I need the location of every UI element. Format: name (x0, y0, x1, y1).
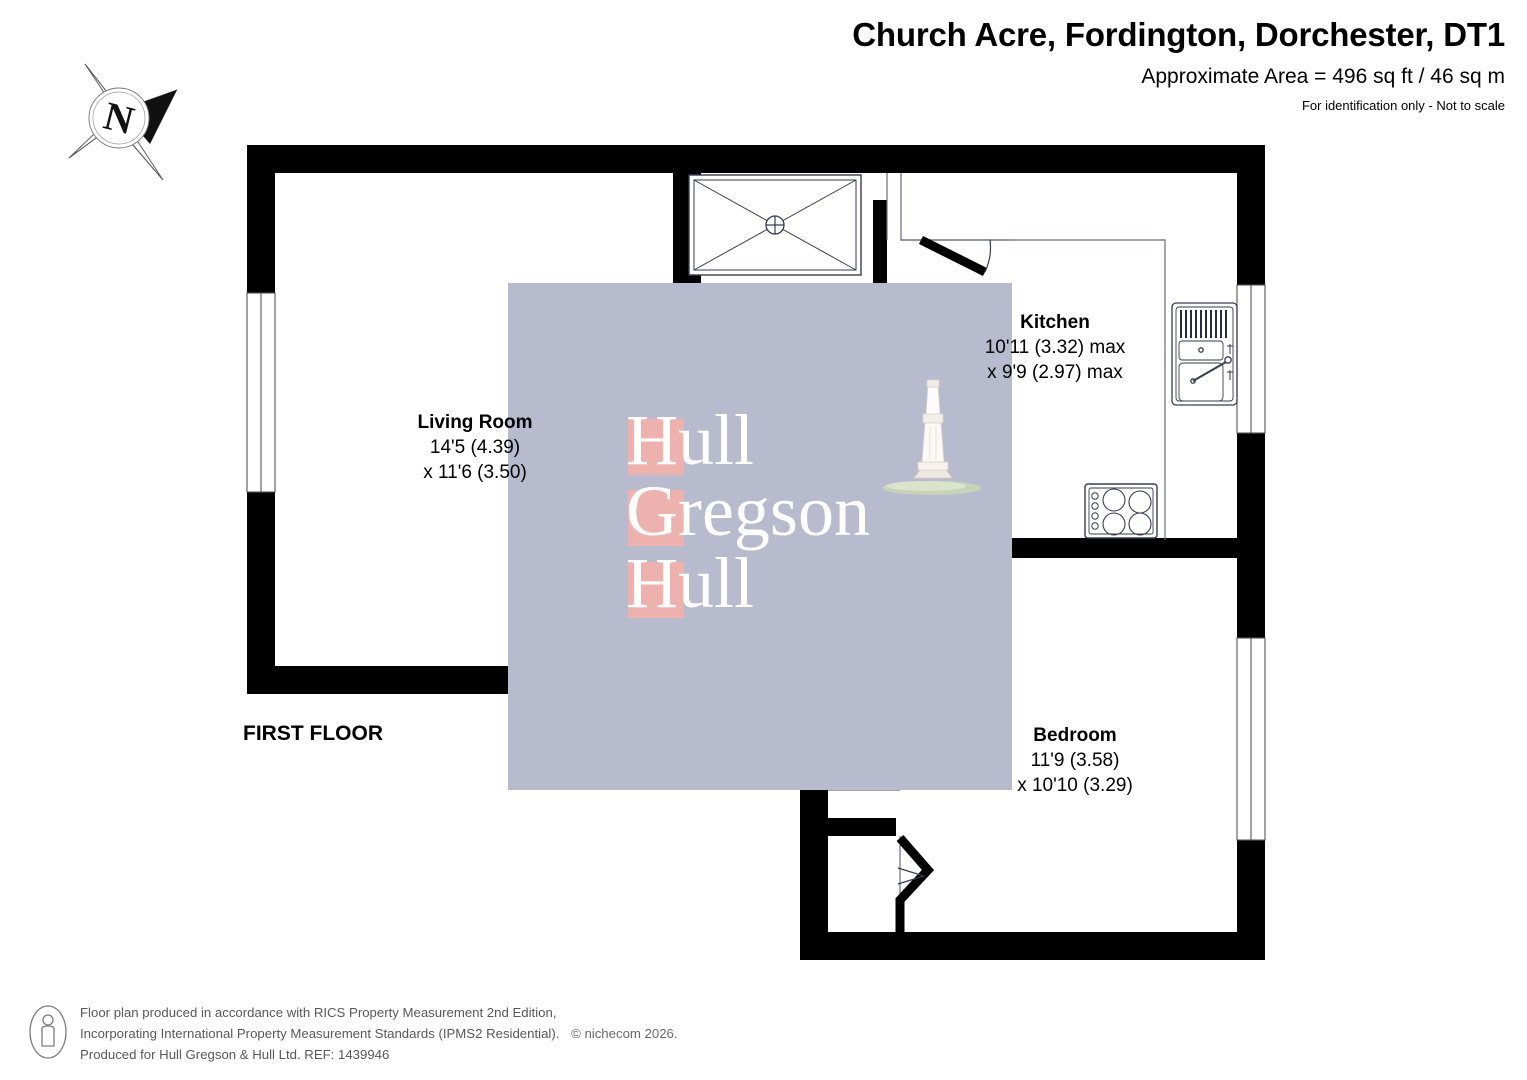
room-name: Kitchen (1020, 312, 1090, 333)
window-icon (246, 292, 276, 493)
window-icon (1236, 637, 1266, 841)
approximate-area: Approximate Area = 496 sq ft / 46 sq m (1141, 65, 1505, 88)
footer-line-1: Floor plan produced in accordance with R… (80, 1005, 557, 1021)
header: Church Acre, Fordington, Dorchester, DT1… (852, 16, 1505, 113)
room-name: Living Room (417, 412, 533, 433)
page-title: Church Acre, Fordington, Dorchester, DT1 (852, 16, 1505, 53)
copyright-notice: © nichecom 2026. (571, 1026, 678, 1042)
windows (246, 284, 1266, 841)
compass-rose-icon: N (68, 63, 178, 181)
room-dimension-2: x 11'6 (3.50) (423, 462, 527, 484)
room-label-bedroom: Bedroom 11'9 (3.58) x 10'10 (3.29) (950, 723, 1200, 798)
shaded-region-overlay (508, 283, 1012, 790)
room-dimension-1: 14'5 (4.39) (429, 437, 521, 459)
footer-line-2: Incorporating International Property Mea… (80, 1024, 678, 1045)
room-dimension-1: 11'9 (3.58) (1030, 750, 1120, 772)
room-label-living-room: Living Room 14'5 (4.39) x 11'6 (3.50) (350, 410, 600, 485)
footer-line-2-standards: Incorporating International Property Mea… (80, 1026, 560, 1042)
footer: Floor plan produced in accordance with R… (28, 1003, 678, 1066)
room-dimension-2: x 9'9 (2.97) max (987, 362, 1123, 384)
room-dimension-1: 10'11 (3.32) max (984, 337, 1126, 359)
window-icon (1236, 284, 1266, 434)
disclaimer-note: For identification only - Not to scale (1301, 98, 1505, 113)
footer-line-3: Produced for Hull Gregson & Hull Ltd. RE… (80, 1047, 390, 1063)
room-name: Bedroom (1033, 725, 1117, 746)
hob-icon (1084, 483, 1158, 539)
kitchen-sink-icon (1171, 302, 1238, 406)
footer-text: Floor plan produced in accordance with R… (80, 1003, 678, 1066)
door-swing-icon (918, 235, 992, 277)
rics-person-icon (29, 1005, 67, 1060)
room-label-kitchen: Kitchen 10'11 (3.32) max x 9'9 (2.97) ma… (930, 310, 1180, 385)
room-dimension-2: x 10'10 (3.29) (1017, 775, 1133, 797)
floor-label: FIRST FLOOR (243, 722, 383, 745)
shower-tray-icon (688, 174, 862, 276)
